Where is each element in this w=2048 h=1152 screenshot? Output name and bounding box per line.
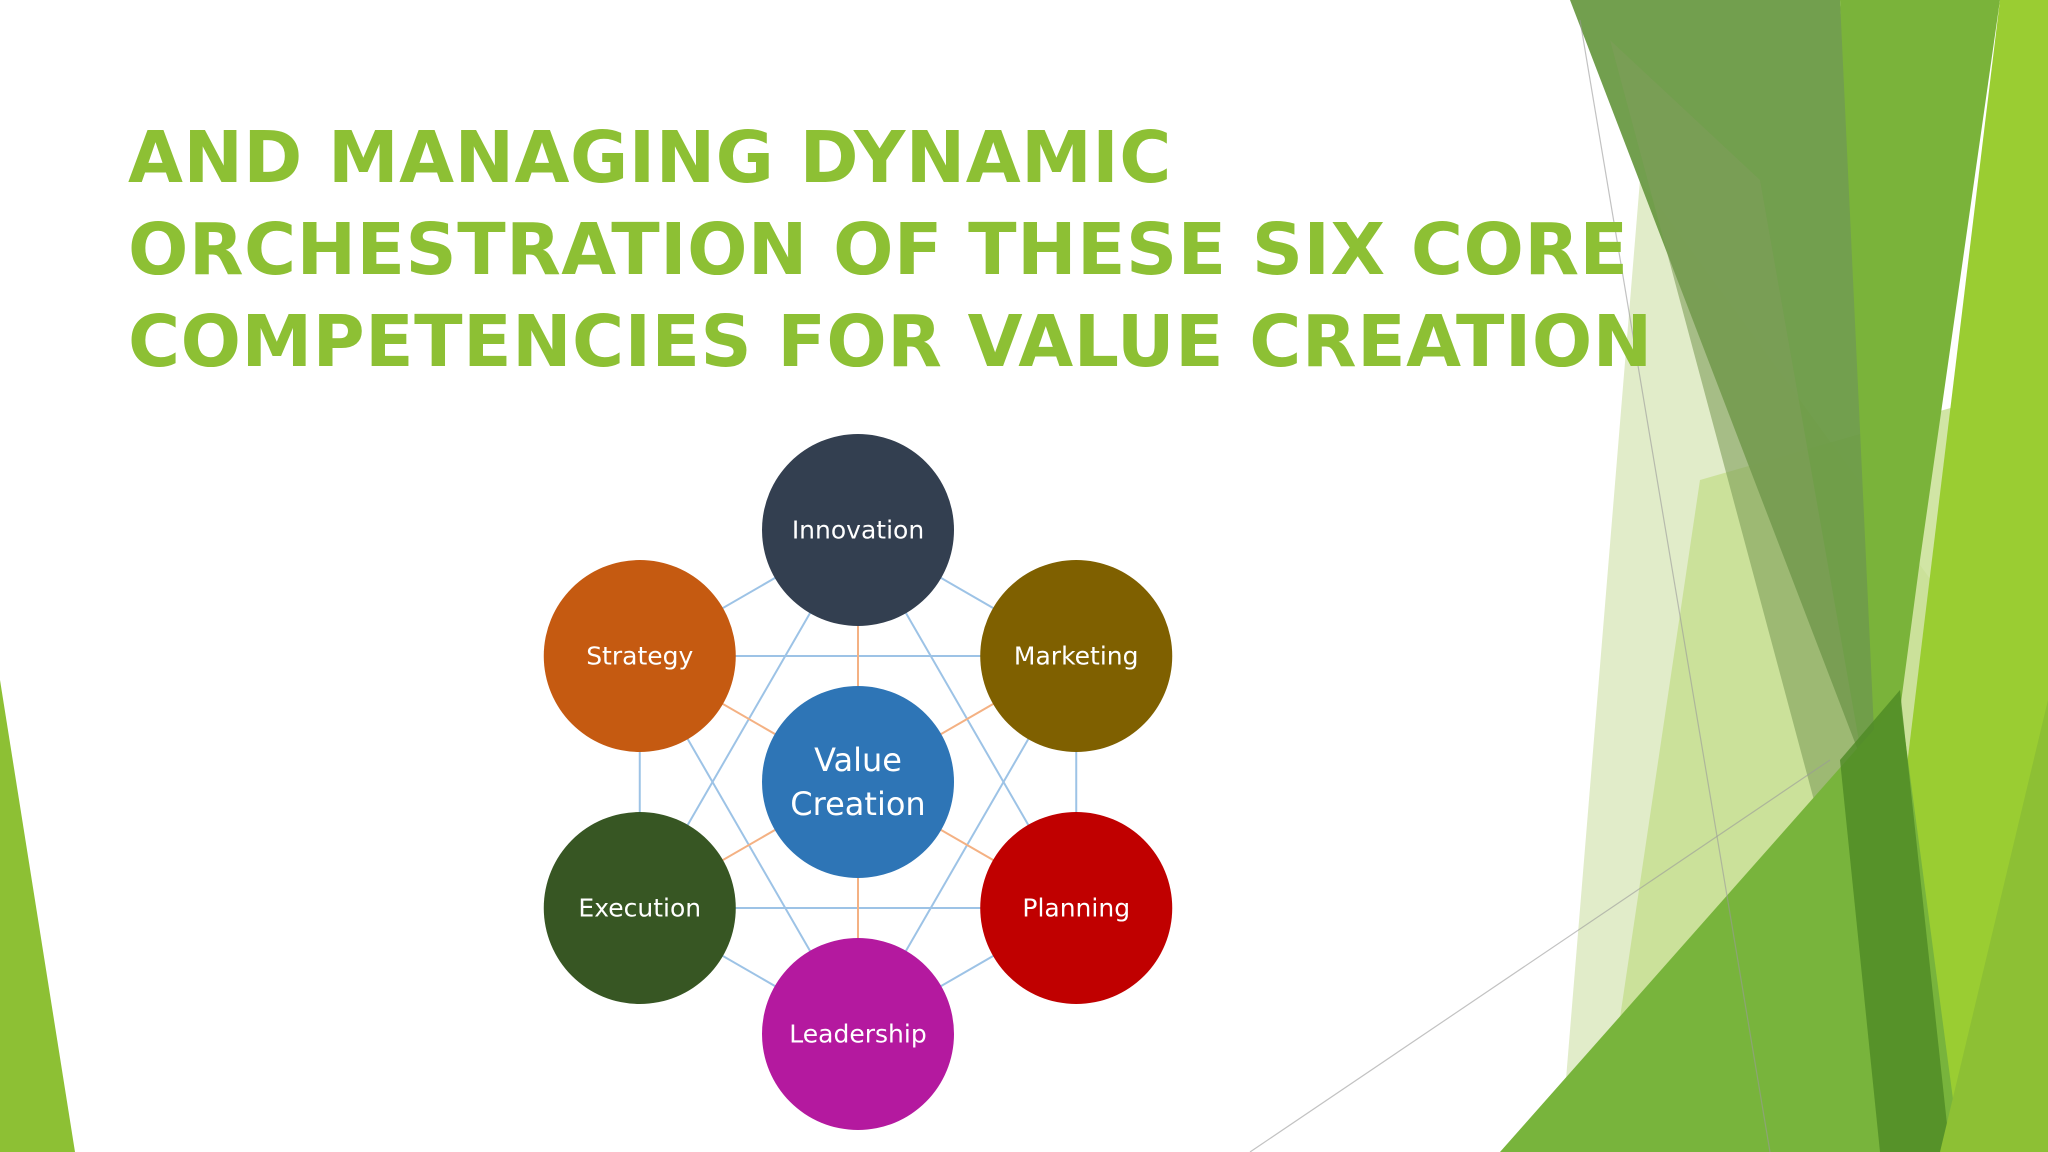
slide-title: AND MANAGING DYNAMIC ORCHESTRATION OF THE… [128,112,1653,388]
node-circle-marketing [980,560,1173,752]
right-thin-line-2 [1249,759,1831,1152]
node-label-innovation: Innovation [792,516,924,545]
right-shape-green-bottom [1500,700,1960,1152]
right-shape-mid-top [1840,0,2000,860]
center-label-line-1: Value [814,741,902,779]
center-circle [762,686,954,878]
node-circle-execution [543,812,736,1004]
center-label-line-2: Creation [790,785,925,823]
node-circle-innovation [762,434,954,626]
right-shape-lime-bottom [1940,700,2048,1152]
title-line-1: AND MANAGING DYNAMIC [128,116,1172,199]
node-circle-strategy [543,560,736,752]
left-accent-shape [0,680,75,1152]
right-shape-olive [1610,40,1880,860]
node-label-planning: Planning [1022,894,1130,923]
node-circle-leadership [762,938,954,1130]
title-line-2: ORCHESTRATION OF THESE SIX CORE [128,208,1629,291]
right-shape-deep-bottom [1840,690,1950,1152]
title-line-3: COMPETENCIES FOR VALUE CREATION [128,300,1653,383]
node-label-execution: Execution [578,894,701,923]
node-label-leadership: Leadership [789,1020,926,1049]
node-label-strategy: Strategy [586,642,693,671]
right-thin-line-1 [1579,19,1771,1152]
node-label-marketing: Marketing [1014,642,1139,671]
node-circle-planning [980,812,1173,1004]
